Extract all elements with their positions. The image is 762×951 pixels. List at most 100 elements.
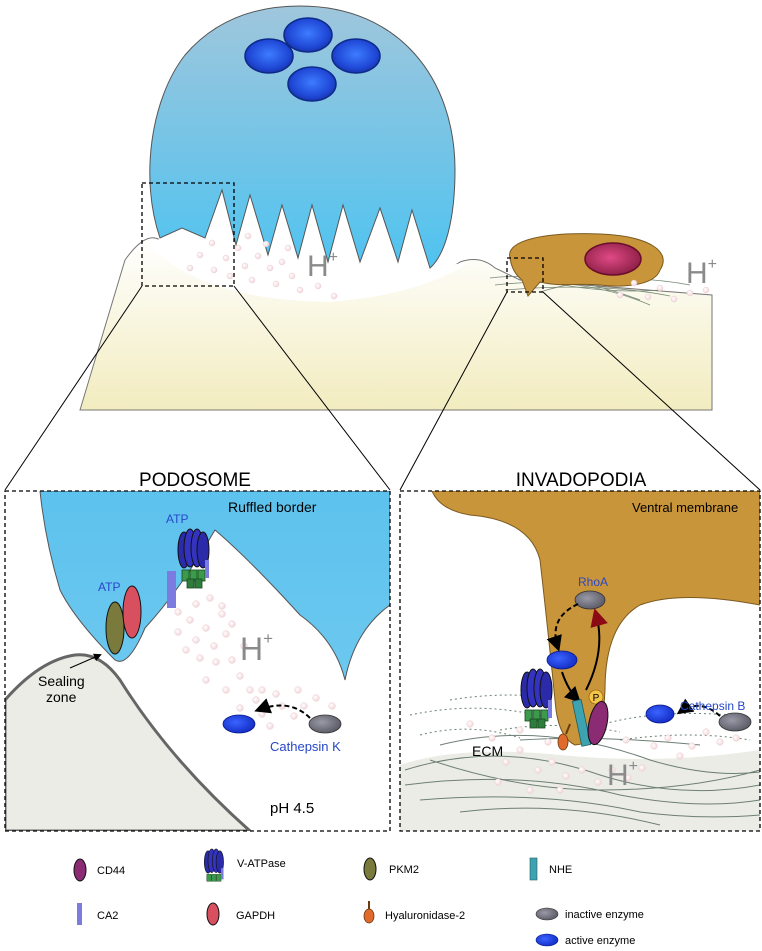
ecm-ground <box>400 750 760 831</box>
rhoa-activation-arrow <box>546 603 579 652</box>
proton-dot <box>466 720 474 728</box>
proton-dot <box>254 252 262 260</box>
sealing-zone-label: Sealing <box>38 673 85 689</box>
proton-dot <box>202 624 210 632</box>
proton-dot <box>226 272 234 280</box>
proton-dot <box>548 758 556 766</box>
proton-dot <box>272 280 280 288</box>
proton-dot <box>562 772 570 780</box>
zoom-line <box>4 285 143 491</box>
proton-dot <box>218 610 226 618</box>
proton-dot <box>210 642 218 650</box>
proton-dot <box>300 702 308 710</box>
proton-dot <box>290 712 298 720</box>
proton-dot <box>314 282 322 290</box>
cathepsin-k-label: Cathepsin K <box>270 739 341 754</box>
ruffled-border-label: Ruffled border <box>228 499 317 515</box>
legend-pkm2-swatch <box>363 857 377 881</box>
activation-arrow-k <box>254 698 311 719</box>
atp-label-left: ATP <box>98 580 120 594</box>
v-atpase-podosome <box>177 528 210 589</box>
rhoa-active <box>546 650 578 670</box>
nhe-invadopodia <box>571 698 592 747</box>
nucleus-4 <box>287 66 337 102</box>
proton-dot <box>644 293 652 301</box>
v-atpase-invadopodia <box>520 668 553 729</box>
nucleus-3 <box>331 38 381 74</box>
proton-dot <box>218 602 226 610</box>
proton-dot <box>192 636 200 644</box>
signal-arrow-to-rhoa <box>585 608 608 691</box>
phospho-badge <box>588 689 604 705</box>
proton-dot <box>252 696 260 704</box>
legend-hyaluronidase-label: Hyaluronidase-2 <box>385 910 465 922</box>
legend-cd44-swatch <box>73 858 87 882</box>
proton-dot <box>234 244 242 252</box>
proton-dot <box>686 289 694 297</box>
proton-dot <box>266 264 274 272</box>
legend-inactive-swatch <box>535 907 559 921</box>
phospho-label: P <box>593 693 600 704</box>
ca2-podosome <box>167 571 176 608</box>
proton-dot <box>716 738 724 746</box>
zoom-line <box>542 291 761 491</box>
proton-dot <box>296 286 304 294</box>
proton-dot <box>638 764 646 772</box>
proton-dot <box>212 658 220 666</box>
proton-dot <box>192 600 200 608</box>
hplus-label-podosome: H+ <box>240 629 273 667</box>
proton-dot <box>244 232 252 240</box>
proton-dot <box>174 628 182 636</box>
proton-dot <box>248 276 256 284</box>
proton-dot <box>288 272 296 280</box>
zoom-line <box>233 285 391 491</box>
hyaluronidase-invadopodia <box>557 723 571 751</box>
podosome-title: PODOSOME <box>139 470 251 491</box>
proton-dot <box>266 722 274 730</box>
zoom-box-podosome <box>141 182 235 287</box>
inactive-enzyme-podosome <box>308 714 342 734</box>
proton-dot <box>676 752 684 760</box>
proton-dot <box>294 686 302 694</box>
legend-vatpase-label: V-ATPase <box>237 858 286 870</box>
osteoclast-cell <box>149 5 456 269</box>
proton-dot <box>578 766 586 774</box>
proton-dot <box>228 656 236 664</box>
proton-dot <box>502 758 510 766</box>
proton-dot <box>246 686 254 694</box>
proton-dot <box>702 728 710 736</box>
proton-dot <box>228 620 236 628</box>
proton-dot <box>556 786 564 794</box>
sealing-arrow <box>69 653 102 669</box>
zoom-box-invadopodia <box>506 257 544 293</box>
proton-dot <box>210 266 218 274</box>
cancer-nucleus <box>584 242 642 276</box>
legend-cd44-label: CD44 <box>97 865 125 877</box>
proton-dot <box>186 616 194 624</box>
cd44-invadopodia <box>587 700 609 746</box>
rhoa-label: RhoA <box>578 575 608 589</box>
gapdh-podosome <box>122 585 142 639</box>
invadopodia-panel: Ventral membrane RhoA P <box>399 490 761 832</box>
hplus-label-cancer: H+ <box>686 256 717 290</box>
ventral-membrane-label: Ventral membrane <box>632 500 738 515</box>
proton-dot <box>732 734 740 742</box>
hplus-label-osteoclast: H+ <box>307 249 338 283</box>
proton-dot <box>624 774 632 782</box>
legend-ca2-swatch <box>77 903 82 925</box>
proton-dot <box>222 254 230 262</box>
proton-dot <box>526 786 534 794</box>
proton-dot <box>622 736 630 744</box>
legend-nhe-swatch <box>529 857 538 881</box>
invadopodia-title: INVADOPODIA <box>516 470 647 491</box>
proton-dot <box>182 646 190 654</box>
proton-dot <box>702 286 710 294</box>
proton-dot <box>236 672 244 680</box>
proton-dot <box>650 742 658 750</box>
proton-dot <box>494 778 502 786</box>
proton-dot <box>174 608 182 616</box>
nucleus-2 <box>244 38 294 74</box>
proton-dot <box>664 734 672 742</box>
proton-dot <box>594 778 602 786</box>
